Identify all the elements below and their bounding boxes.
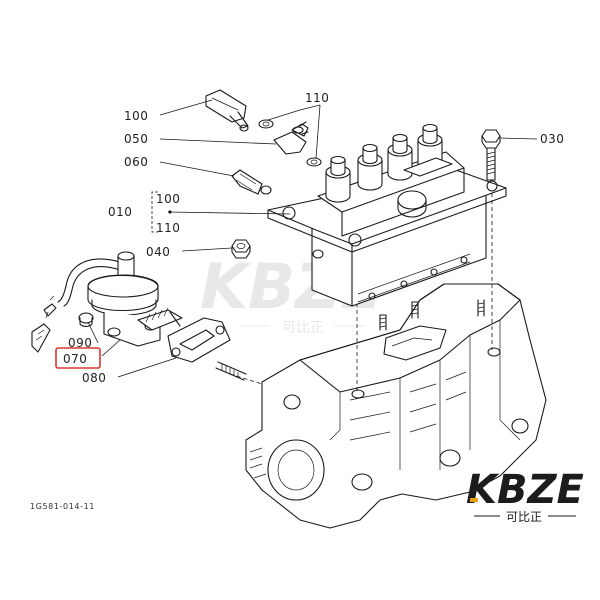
bolt-030	[481, 129, 501, 181]
label-050: 050	[124, 132, 148, 146]
stud-bolt	[215, 361, 247, 381]
label-010: 010	[108, 205, 132, 219]
nut-040	[231, 239, 251, 259]
label-080: 080	[82, 371, 106, 385]
injection-pump-010	[267, 123, 507, 307]
label-030: 030	[540, 132, 564, 146]
label-090: 090	[68, 336, 92, 350]
brand-logo-text: KBZE	[466, 467, 584, 513]
engine-block	[245, 283, 547, 529]
gasket-080	[167, 317, 231, 363]
part-labels: 100 110 050 060 010 100 110 040 030 090 …	[55, 91, 564, 385]
label-010-sub-110: 110	[156, 221, 180, 235]
label-100: 100	[124, 109, 148, 123]
drawing-reference: 1G581-014-11	[30, 502, 95, 511]
banjo-bolt-100	[205, 89, 249, 132]
label-010-sub-100: 100	[156, 192, 180, 206]
mounting-studs	[379, 299, 485, 331]
alignment-lines	[229, 186, 493, 392]
brand-logo: KBZE 可比正	[466, 467, 584, 524]
eye-fitting-050	[273, 121, 309, 155]
label-110: 110	[305, 91, 329, 105]
leader-lines	[87, 99, 538, 378]
center-watermark-cn: 可比正	[282, 320, 324, 336]
brand-accent-mark	[470, 498, 478, 502]
washers-110	[258, 119, 322, 167]
label-040: 040	[146, 245, 170, 259]
label-070: 070	[63, 352, 87, 366]
brand-logo-cn: 可比正	[506, 510, 542, 524]
label-060: 060	[124, 155, 148, 169]
pipe-and-washer-090	[31, 295, 94, 353]
highlight-box-070	[55, 347, 101, 369]
feed-pump-070	[57, 251, 183, 347]
fitting-060	[231, 169, 272, 195]
